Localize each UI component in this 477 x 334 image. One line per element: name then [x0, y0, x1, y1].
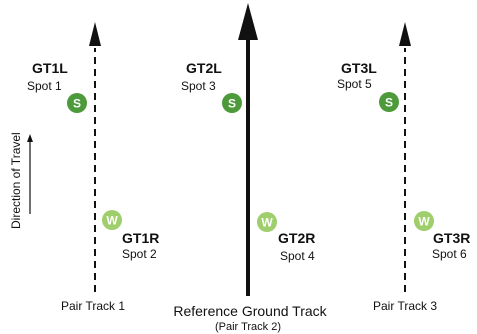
reference-ground-track-arrowhead: [238, 3, 258, 40]
pair-track-3-label: Pair Track 3: [373, 299, 437, 313]
beam-name-gt1l: GT1L: [32, 60, 68, 76]
reference-ground-track-sublabel: (Pair Track 2): [215, 321, 281, 333]
strong-beam-marker-3-letter: S: [228, 97, 236, 111]
strong-beam-marker-1-letter: S: [73, 97, 81, 111]
spot-label-1: Spot 1: [27, 79, 62, 93]
pair-track-1-label: Pair Track 1: [61, 299, 125, 313]
spot-label-5: Spot 5: [337, 77, 372, 91]
beam-name-gt3l: GT3L: [341, 60, 377, 76]
strong-beam-marker-5-letter: S: [385, 96, 393, 110]
weak-beam-marker-6: [414, 211, 434, 231]
strong-beam-marker-3: [222, 93, 242, 113]
weak-beam-marker-4: [257, 212, 277, 232]
strong-beam-marker-1: [67, 93, 87, 113]
weak-beam-marker-2: [102, 210, 122, 230]
direction-of-travel-arrowhead: [27, 134, 33, 142]
weak-beam-marker-6-letter: W: [418, 215, 430, 229]
spot-label-6: Spot 6: [432, 247, 467, 261]
spot-label-3: Spot 3: [181, 79, 216, 93]
beam-name-gt3r: GT3R: [433, 230, 470, 246]
beam-name-gt1r: GT1R: [122, 230, 159, 246]
weak-beam-marker-2-letter: W: [106, 214, 118, 228]
spot-label-4: Spot 4: [280, 249, 315, 263]
direction-of-travel-label: Direction of Travel: [9, 132, 23, 229]
beam-name-gt2l: GT2L: [186, 60, 222, 76]
spot-label-2: Spot 2: [122, 247, 157, 261]
strong-beam-marker-5: [379, 92, 399, 112]
pair-track-1-arrowhead: [89, 22, 101, 46]
reference-ground-track-label: Reference Ground Track: [173, 303, 327, 319]
weak-beam-marker-4-letter: W: [261, 216, 273, 230]
pair-track-3-arrowhead: [399, 22, 411, 46]
beam-name-gt2r: GT2R: [278, 230, 315, 246]
